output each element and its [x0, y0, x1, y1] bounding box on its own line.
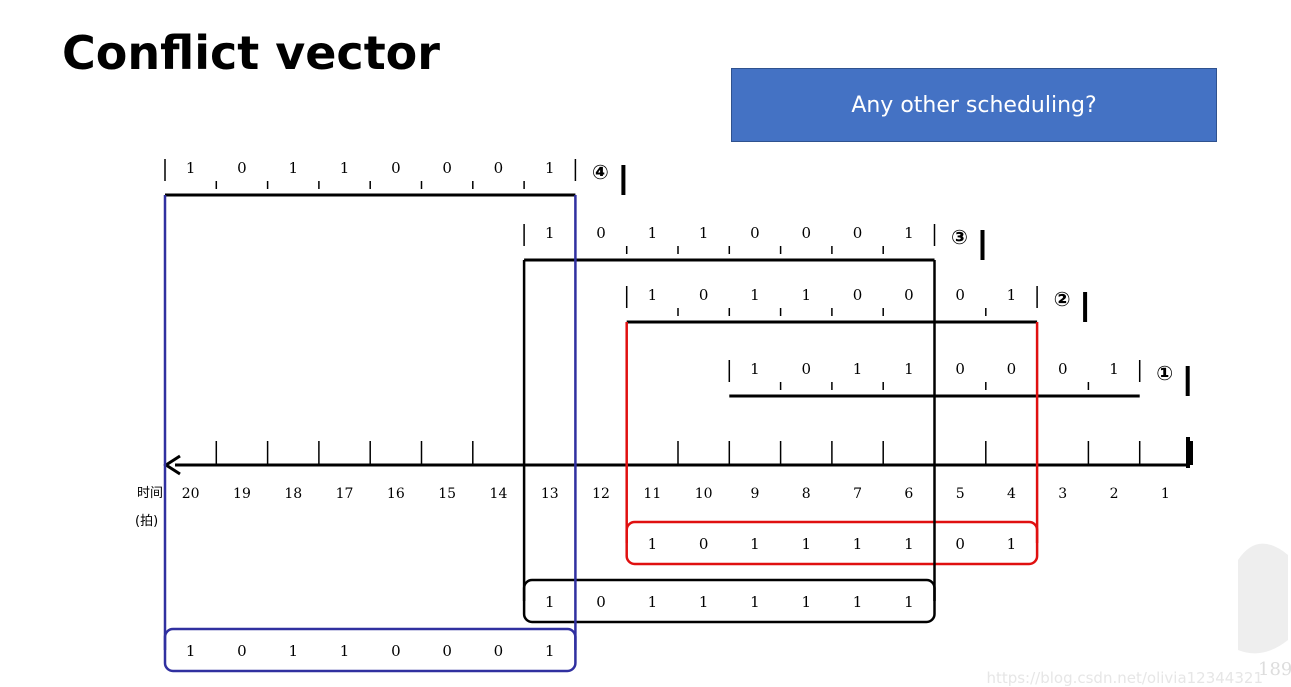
initiation-bit: 1 [853, 360, 863, 378]
initiation-bit: 0 [955, 360, 965, 378]
result-vector-bit: 1 [1007, 535, 1017, 553]
initiation-bit: 1 [699, 224, 709, 242]
time-axis-tick-label: 16 [387, 486, 405, 502]
scheduling-callout-label: Any other scheduling? [851, 92, 1097, 118]
initiation-bit: 1 [904, 360, 914, 378]
result-vector-bit: 1 [750, 593, 760, 611]
initiation-bit: 1 [750, 286, 760, 304]
result-vector-bit: 1 [288, 642, 298, 660]
result-vector-box [163, 627, 577, 673]
initiation-bit: 1 [648, 286, 658, 304]
initiation-bit: 0 [699, 286, 709, 304]
initiation-bit: 0 [750, 224, 760, 242]
result-vector-bit: 1 [186, 642, 196, 660]
initiation-bit: 0 [801, 224, 811, 242]
time-axis-tick-label: 7 [853, 486, 862, 502]
initiation-bit: 1 [801, 286, 811, 304]
initiation-bit: 0 [801, 360, 811, 378]
initiation-marker-3: ③ [951, 225, 968, 249]
result-vector-box [522, 578, 936, 624]
result-vector-bit: 1 [750, 535, 760, 553]
result-vector-bit: 1 [699, 593, 709, 611]
time-axis-tick-label: 15 [438, 486, 456, 502]
result-vector-bit: 1 [648, 593, 658, 611]
time-axis-tick-label: 9 [750, 486, 759, 502]
initiation-marker-1: ① [1156, 361, 1173, 385]
result-vector-bit: 0 [699, 535, 709, 553]
time-axis-label-unit: (拍) [135, 514, 158, 529]
slide-title: Conflict vector [62, 26, 440, 80]
initiation-bit: 1 [1109, 360, 1119, 378]
result-vector-bit: 0 [391, 642, 401, 660]
initiation-bit: 0 [391, 159, 401, 177]
time-axis-tick-label: 5 [956, 486, 965, 502]
result-vector-bit: 1 [545, 642, 555, 660]
result-vector-bit: 1 [904, 535, 914, 553]
initiation-bit: 1 [288, 159, 298, 177]
time-axis-label: 时间 [137, 486, 163, 501]
result-vector-bit: 1 [853, 593, 863, 611]
result-vector-bit: 0 [494, 642, 504, 660]
result-vector-bit: 0 [596, 593, 606, 611]
initiation-bit: 0 [237, 159, 247, 177]
result-vector-bit: 1 [904, 593, 914, 611]
time-axis-tick-label: 6 [904, 486, 913, 502]
initiation-bit: 0 [494, 159, 504, 177]
result-vector-bit: 1 [340, 642, 350, 660]
initiation-bit: 1 [1007, 286, 1017, 304]
svg-text:1897: 1897 [1258, 659, 1291, 680]
initiation-bit: 1 [186, 159, 196, 177]
result-vector-bit: 0 [237, 642, 247, 660]
time-axis-tick-label: 14 [490, 486, 508, 502]
time-axis-tick-label: 1 [1161, 486, 1170, 502]
time-axis-tick-label: 11 [643, 486, 661, 502]
initiation-bit: 0 [596, 224, 606, 242]
initiation-bit: 0 [1058, 360, 1068, 378]
time-axis-tick-label: 3 [1058, 486, 1067, 502]
result-vector-bit: 0 [442, 642, 452, 660]
initiation-bit: 0 [853, 286, 863, 304]
initiation-bit: 0 [1007, 360, 1017, 378]
time-axis-tick-label: 12 [592, 486, 610, 502]
initiation-bit: 1 [750, 360, 760, 378]
initiation-bit: 1 [648, 224, 658, 242]
initiation-marker-4: ④ [592, 160, 609, 184]
time-axis-tick-label: 17 [336, 486, 354, 502]
time-axis-tick-label: 4 [1007, 486, 1016, 502]
scheduling-callout-button[interactable]: Any other scheduling? [731, 68, 1217, 142]
initiation-bit: 0 [904, 286, 914, 304]
time-axis-tick-label: 10 [695, 486, 713, 502]
time-axis-tick-label: 13 [541, 486, 559, 502]
initiation-bit: 1 [904, 224, 914, 242]
result-vector-bit: 0 [955, 535, 965, 553]
result-vector-bit: 1 [801, 535, 811, 553]
result-vector-bit: 1 [648, 535, 658, 553]
initiation-bit: 1 [340, 159, 350, 177]
initiation-marker-2: ② [1054, 287, 1071, 311]
university-crest-watermark: 1897 [1238, 543, 1291, 680]
initiation-bit: 1 [545, 224, 555, 242]
initiation-bit: 1 [545, 159, 555, 177]
initiation-bit: 0 [442, 159, 452, 177]
result-vector-bit: 1 [801, 593, 811, 611]
result-vector-bit: 1 [853, 535, 863, 553]
result-vector-box [625, 520, 1039, 566]
time-axis-tick-label: 2 [1110, 486, 1119, 502]
initiation-bit: 0 [955, 286, 965, 304]
source-url-watermark: https://blog.csdn.net/olivia12344321 [986, 669, 1263, 687]
result-vector-bit: 1 [545, 593, 555, 611]
time-axis-tick-label: 8 [802, 486, 811, 502]
time-axis-tick-label: 20 [182, 486, 200, 502]
time-axis-tick-label: 18 [284, 486, 302, 502]
time-axis-tick-label: 19 [233, 486, 251, 502]
initiation-bit: 0 [853, 224, 863, 242]
